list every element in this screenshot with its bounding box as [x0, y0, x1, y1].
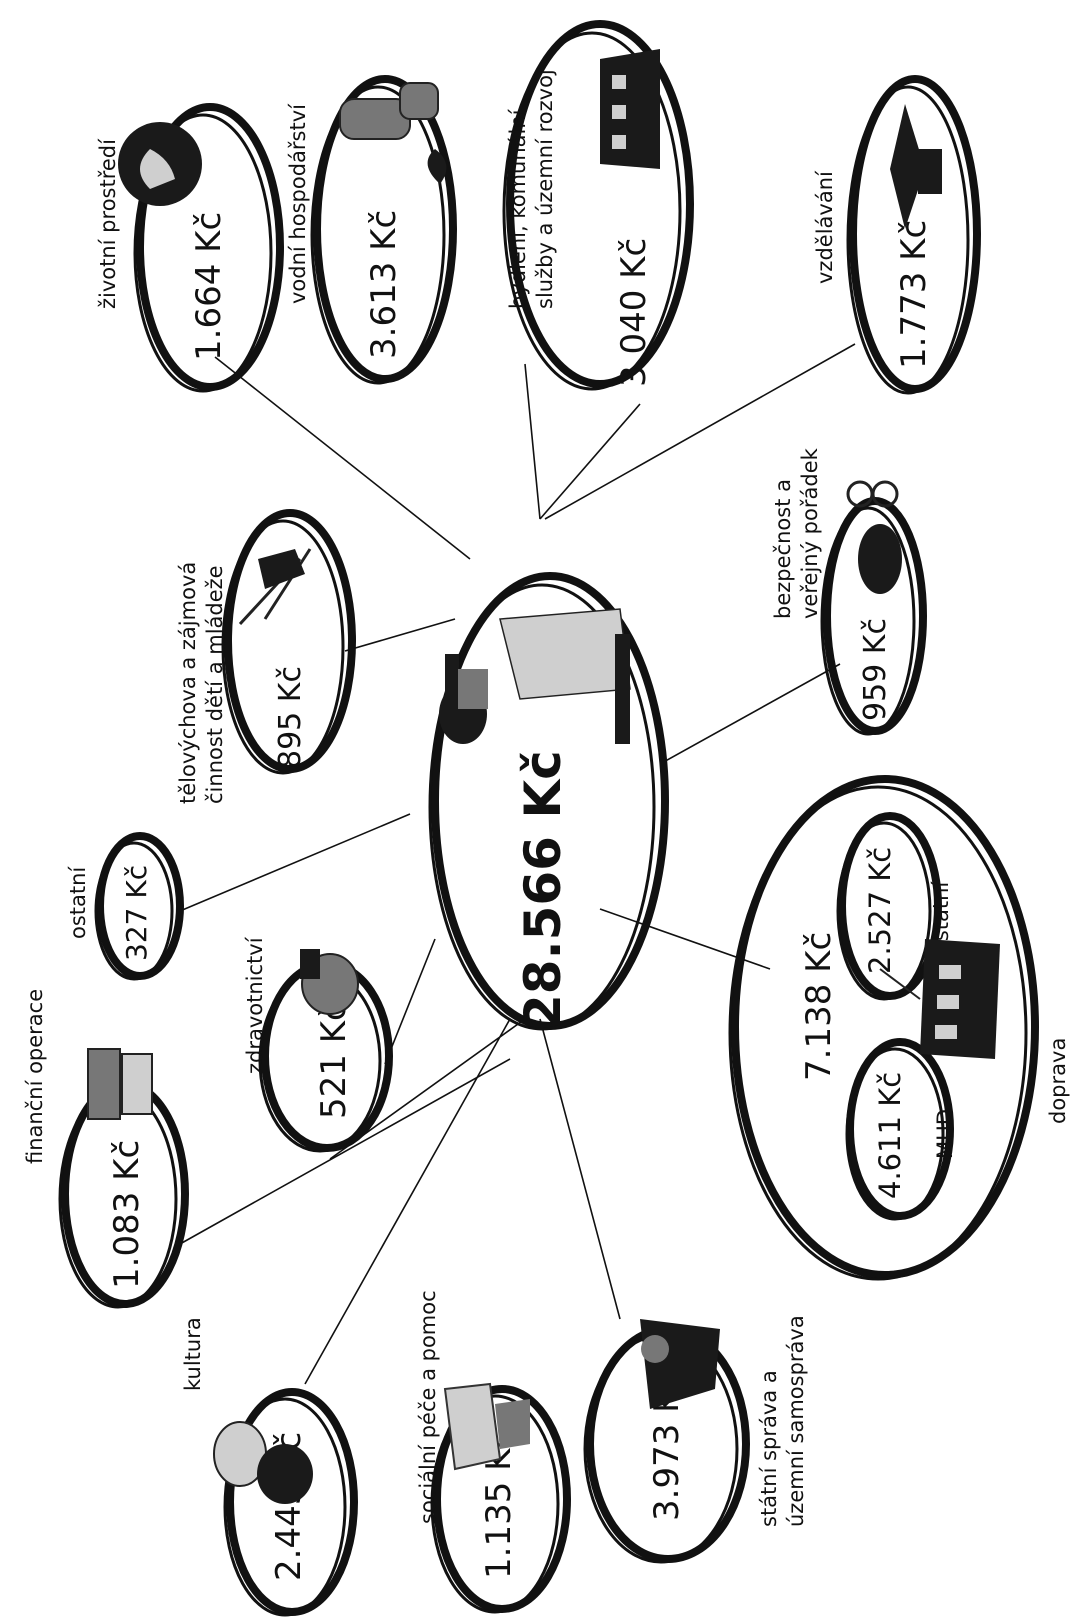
amount-doprava-ostatni: 2.527 Kč	[863, 847, 897, 974]
amount-mhd: 4.611 Kč	[873, 1072, 907, 1199]
label-kultura: kultura	[181, 1317, 205, 1391]
connector-statni-sprava	[539, 1018, 621, 1320]
total-node: 28.566 Kč	[428, 572, 669, 1031]
building-icon	[600, 49, 660, 169]
medical-bag-icon	[300, 949, 359, 1015]
label-telovychova-line1: tělovýchova a zájmová	[176, 562, 200, 804]
police-cap-handcuffs-icon	[846, 480, 902, 594]
connectors	[179, 343, 856, 1385]
water-tap-icon	[339, 82, 447, 184]
connector-telovychova	[344, 618, 456, 652]
node-vzdelavani: 1.773 Kč vzdělávání	[813, 75, 981, 395]
label-statni-sprava-line1: státní správa a	[757, 1370, 781, 1527]
label-bydleni-line2: služby a územní rozvoj	[533, 69, 557, 309]
connector-ostatni	[179, 813, 411, 912]
label-zdravotnictvi: zdravotnictví	[243, 936, 267, 1074]
node-vodni-hospodarstvi: 3.613 Kč vodní hospodářství	[286, 75, 457, 385]
connector-zdravotnictvi	[384, 938, 436, 1065]
amount-vzdelavani: 1.773 Kč	[894, 220, 934, 369]
node-statni-sprava: 3.973 Kč státní správa a územní samosprá…	[583, 1315, 808, 1564]
node-zivotni-prostredi: 1.664 Kč životní prostředí	[96, 103, 284, 393]
skier-icon	[238, 548, 312, 626]
official-at-desk-icon	[640, 1319, 720, 1409]
connector-vodni-hospodarstvi	[524, 363, 541, 520]
label-vzdelavani: vzdělávání	[813, 170, 837, 284]
label-zivotni-prostredi: životní prostředí	[96, 138, 120, 309]
node-socialni-pece: 1.135 Kč sociální péče a pomoc	[416, 1290, 571, 1614]
node-kultura: 2.445 Kč kultura	[181, 1317, 358, 1617]
label-bydleni-line1: bydlení, komunální	[506, 108, 530, 309]
label-statni-sprava-line2: územní samospráva	[784, 1315, 808, 1527]
connector-bydleni	[539, 403, 641, 520]
amount-zivotni-prostredi: 1.664 Kč	[189, 212, 229, 361]
node-doprava: 7.138 Kč doprava 4.611 Kč MHD 2.527 Kč o…	[728, 775, 1070, 1281]
amount-doprava: 7.138 Kč	[799, 932, 839, 1081]
amount-financni-operace: 1.083 Kč	[107, 1140, 147, 1289]
helping-hands-icon	[443, 1382, 530, 1471]
globe-icon	[118, 122, 202, 206]
label-vodni-hospodarstvi: vodní hospodářství	[286, 103, 310, 304]
graduation-cap-icon	[890, 104, 942, 229]
theatre-masks-icon	[213, 1421, 313, 1504]
total-ellipse-shadow	[431, 572, 669, 1030]
node-zdravotnictvi: 521 Kč zdravotnictví	[243, 936, 393, 1153]
connector-kultura	[304, 1018, 511, 1385]
tram-icon	[879, 939, 1000, 1059]
label-socialni-pece: sociální péče a pomoc	[416, 1290, 440, 1524]
label-telovychova-line2: činnost dětí a mládeže	[203, 565, 227, 804]
connector-bezpecnost	[659, 663, 841, 765]
connector-vzdelavani	[544, 343, 856, 520]
person-icon	[439, 608, 631, 744]
total-ellipse	[428, 583, 656, 1031]
label-ostatni: ostatní	[66, 866, 90, 939]
node-financni-operace: 1.083 Kč finanční operace	[23, 989, 189, 1309]
money-stacks-icon	[87, 1048, 153, 1120]
amount-ostatni: 327 Kč	[120, 865, 153, 961]
node-bydleni: 3.040 Kč bydlení, komunální služby a úze…	[502, 20, 694, 391]
amount-telovychova: 895 Kč	[273, 666, 308, 769]
label-doprava: doprava	[1046, 1038, 1070, 1124]
node-bezpecnost: 959 Kč bezpečnost a veřejný pořádek	[771, 447, 927, 736]
total-amount: 28.566 Kč	[514, 750, 572, 1029]
amount-bezpecnost: 959 Kč	[858, 618, 893, 721]
node-ostatni: 327 Kč ostatní	[66, 832, 184, 981]
label-mhd: MHD	[933, 1109, 957, 1159]
connector-zivotni-prostredi	[214, 356, 471, 560]
amount-zdravotnictvi: 521 Kč	[314, 1002, 354, 1119]
label-bezpecnost-line2: veřejný pořádek	[798, 447, 822, 619]
amount-bydleni: 3.040 Kč	[614, 238, 654, 387]
connector-financni-operace	[179, 1058, 511, 1245]
amount-vodni-hospodarstvi: 3.613 Kč	[364, 210, 404, 359]
node-telovychova: 895 Kč tělovýchova a zájmová činnost dět…	[176, 509, 356, 804]
label-financni-operace: finanční operace	[23, 989, 47, 1164]
label-bezpecnost-line1: bezpečnost a	[771, 479, 795, 619]
